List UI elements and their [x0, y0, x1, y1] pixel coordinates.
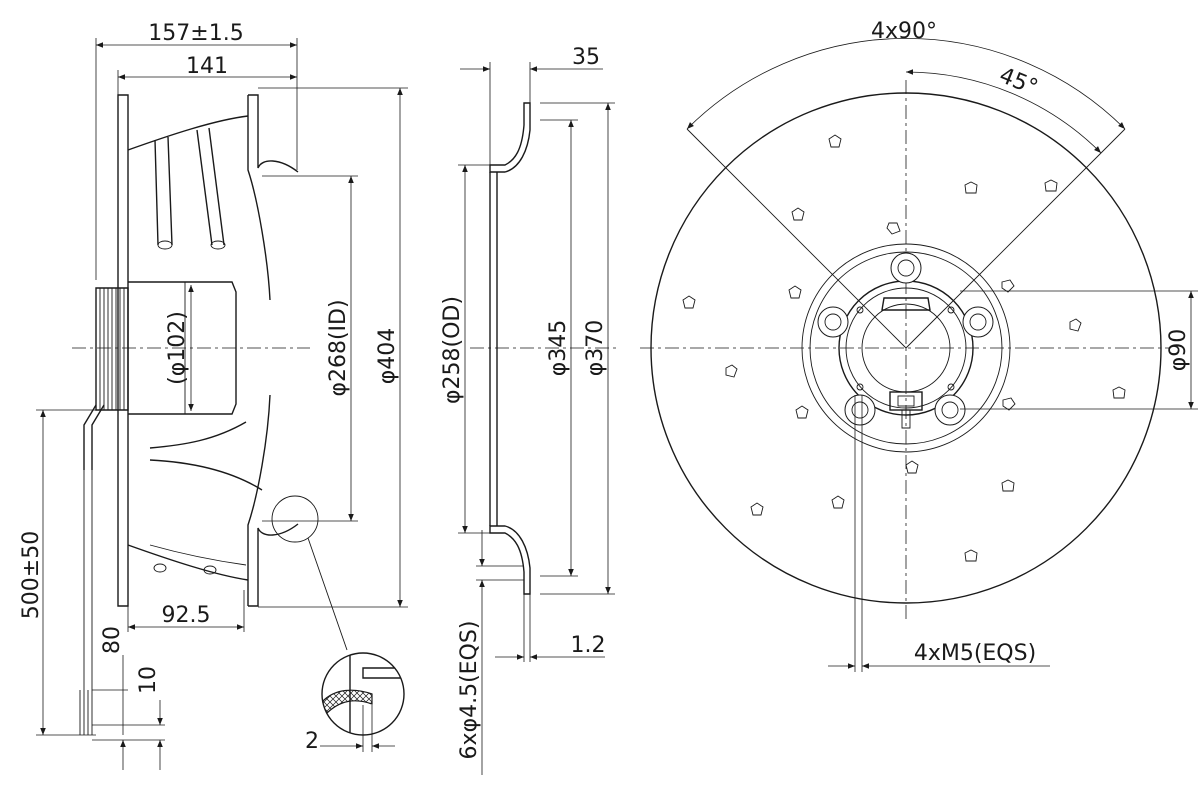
blade-slots [682, 134, 1126, 562]
ring-od-label: φ258(OD) [440, 296, 465, 404]
cable-strip-label: 80 [100, 626, 125, 654]
ring-depth-label: 35 [572, 45, 600, 70]
threads-label: 4xM5(EQS) [914, 641, 1036, 666]
motor-offset-label: 92.5 [162, 603, 211, 628]
flange-diameter-label: φ370 [583, 320, 608, 377]
wheel-diameter-label: φ404 [375, 328, 400, 385]
cable-length-label: 500±50 [19, 531, 44, 619]
inlet-ring-view: 35 φ258(OD) φ345 φ370 6xφ4.5(EQS) 1.2 [440, 45, 620, 775]
body-length-label: 141 [186, 54, 228, 79]
ring-holes-label: 6xφ4.5(EQS) [457, 621, 482, 760]
angle-offset-label: 45° [996, 63, 1042, 101]
inlet-id-label: φ268(ID) [326, 299, 351, 396]
gap-label: 2 [305, 729, 319, 754]
wire-strip-label: 10 [136, 666, 161, 694]
motor-diameter-label: (φ102) [165, 311, 190, 385]
bolt-circle-label: φ90 [1166, 329, 1191, 372]
hole-circle-label: φ345 [546, 320, 571, 377]
side-view: 157±1.5 141 φ268(ID) φ404 (φ102) 92.5 50… [19, 21, 408, 770]
front-view: 4x90° 45° φ90 4xM5(EQS) [640, 19, 1198, 672]
detail-view: 2 [305, 652, 405, 754]
overall-length-label: 157±1.5 [148, 21, 243, 46]
sheet-thickness-label: 1.2 [571, 633, 606, 658]
angle-spacing-label: 4x90° [871, 19, 937, 44]
